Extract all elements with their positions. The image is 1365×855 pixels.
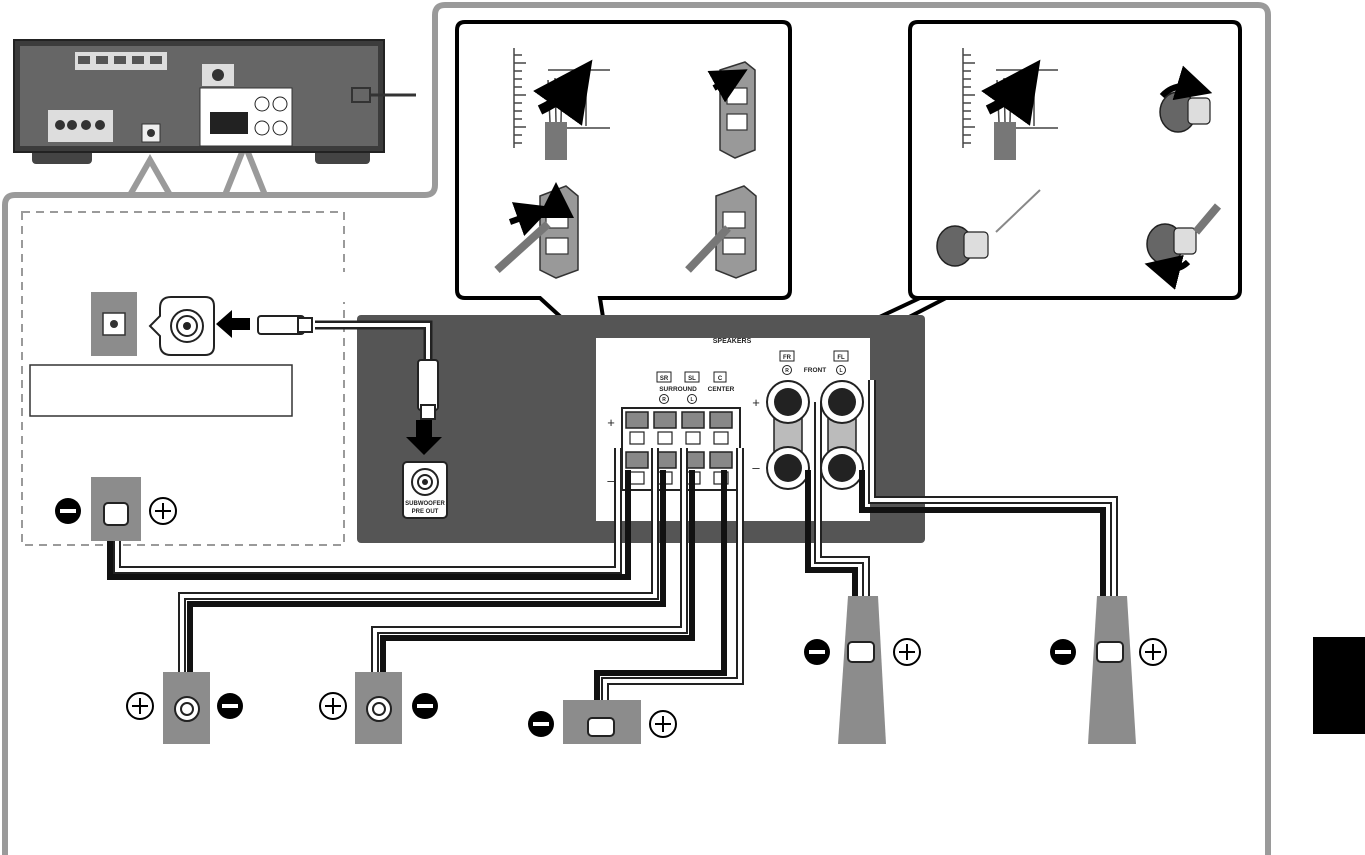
- plus-sign: +: [752, 395, 760, 410]
- optional-speaker: [91, 477, 141, 541]
- channel-badges: [656, 350, 849, 383]
- minus-icon: [528, 711, 554, 737]
- plus-icon: [319, 692, 347, 720]
- left-symbol: L: [690, 397, 693, 403]
- badge-sr: SR: [660, 376, 669, 382]
- subwoofer-option-box: [21, 211, 345, 546]
- subwoofer-label-line1: SUBWOOFER: [405, 501, 445, 507]
- surround-label: SURROUND: [659, 386, 697, 393]
- speakers-panel-title: SPEAKERS: [713, 338, 752, 345]
- center-speaker: [563, 700, 641, 744]
- arrow-icon: [216, 310, 250, 338]
- plus-icon: [126, 692, 154, 720]
- arrow-icon: [406, 420, 442, 455]
- plus-icon: [1139, 638, 1167, 666]
- minus-sign: –: [607, 473, 615, 488]
- left-symbol: L: [839, 368, 842, 374]
- surround-left-speaker: [355, 672, 402, 744]
- receiver-rear-thumbnail: [13, 39, 416, 164]
- plus-sign: +: [607, 415, 615, 430]
- side-tab-marker: [1313, 637, 1365, 734]
- note-box: [29, 364, 293, 417]
- plus-icon: [893, 638, 921, 666]
- center-label: CENTER: [708, 386, 735, 393]
- minus-icon: [55, 498, 81, 524]
- outer-frame: [2, 2, 1271, 855]
- minus-icon: [804, 639, 830, 665]
- minus-icon: [412, 693, 438, 719]
- badge-c: C: [718, 376, 723, 382]
- plus-icon: [649, 710, 677, 738]
- subwoofer-preout-jack: [402, 461, 448, 519]
- badge-sl: SL: [688, 376, 696, 382]
- minus-sign: –: [752, 460, 760, 475]
- right-symbol: R: [785, 368, 789, 374]
- front-left-speaker: [1088, 596, 1136, 744]
- plus-icon: [149, 497, 177, 525]
- polarity-icons: [55, 497, 1167, 738]
- front-right-speaker: [838, 596, 886, 744]
- badge-fl: FL: [837, 355, 845, 361]
- minus-icon: [217, 693, 243, 719]
- surround-right-speaker: [163, 672, 210, 744]
- right-symbol: R: [662, 397, 666, 403]
- spring-terminal-callout: [455, 20, 792, 368]
- badge-fr: FR: [783, 355, 792, 361]
- subwoofer-label-line2: PRE OUT: [412, 509, 439, 515]
- rca-plug-icon: [257, 315, 439, 420]
- subwoofer-speaker: [91, 292, 215, 356]
- binding-post-callout: [819, 20, 1242, 364]
- minus-icon: [1050, 639, 1076, 665]
- front-label: FRONT: [804, 367, 826, 374]
- front-binding-posts: [766, 380, 864, 490]
